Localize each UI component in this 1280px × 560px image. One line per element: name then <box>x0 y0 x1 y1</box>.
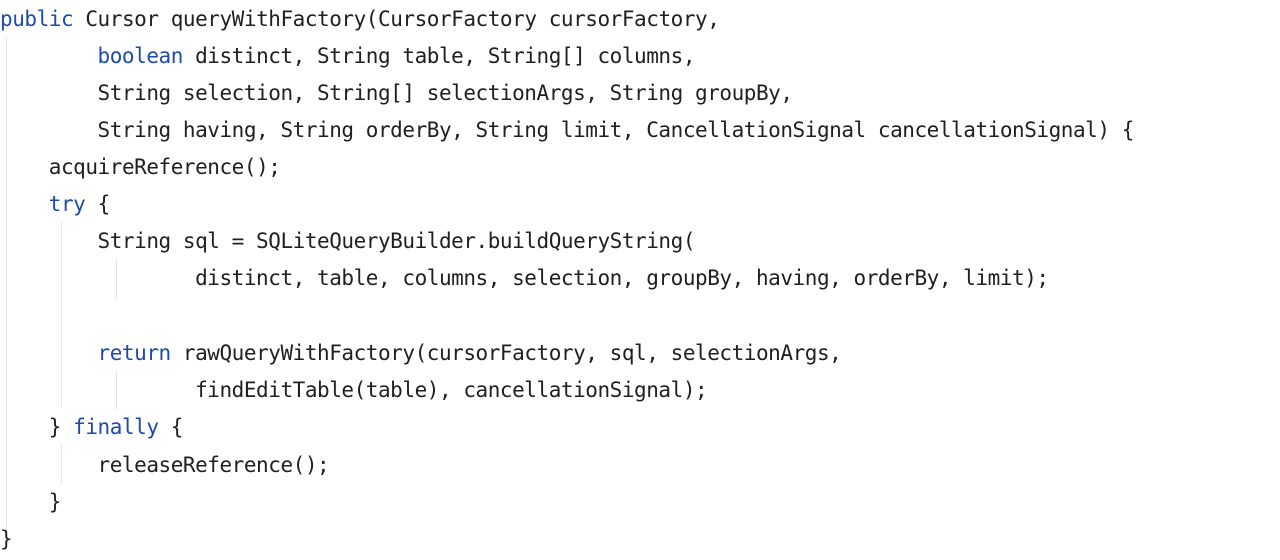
code-line-11: findEditTable(table), cancellationSignal… <box>0 372 708 409</box>
code-text: { <box>85 192 111 216</box>
code-line-3: String selection, String[] selectionArgs… <box>0 75 793 112</box>
code-text: { <box>158 415 184 439</box>
indent-guide <box>116 370 117 410</box>
indent <box>0 415 49 439</box>
code-line-5: acquireReference(); <box>0 149 281 186</box>
indent <box>0 229 98 253</box>
code-line-15: } <box>0 521 13 558</box>
keyword: try <box>48 192 86 216</box>
keyword: boolean <box>97 44 184 68</box>
code-line-14: } <box>0 484 62 521</box>
code-text: releaseReference(); <box>97 453 330 477</box>
code-text: String sql = SQLiteQueryBuilder.buildQue… <box>97 229 696 253</box>
code-text: } <box>0 527 13 551</box>
indent <box>0 192 49 216</box>
code-line-1: public Cursor queryWithFactory(CursorFac… <box>0 1 720 38</box>
keyword: return <box>97 341 172 365</box>
code-text: acquireReference(); <box>48 155 281 179</box>
indent-guide <box>116 259 117 299</box>
code-text: rawQueryWithFactory(cursorFactory, sql, … <box>170 341 842 365</box>
keyword: finally <box>73 415 159 439</box>
code-line-13: releaseReference(); <box>0 447 330 484</box>
indent <box>0 453 98 477</box>
code-text: String selection, String[] selectionArgs… <box>97 81 793 105</box>
indent <box>0 44 98 68</box>
indent <box>0 81 98 105</box>
code-text: distinct, String table, String[] columns… <box>182 44 696 68</box>
indent-guide <box>61 222 62 407</box>
indent <box>0 155 49 179</box>
indent <box>0 266 195 290</box>
indent <box>0 378 195 402</box>
indent-guide <box>61 444 62 484</box>
keyword: public <box>0 7 74 31</box>
code-line-8: distinct, table, columns, selection, gro… <box>0 260 1049 297</box>
indent <box>0 118 98 142</box>
code-text: } <box>48 415 74 439</box>
indent <box>0 490 49 514</box>
code-text: String having, String orderBy, String li… <box>97 118 1135 142</box>
code-line-4: String having, String orderBy, String li… <box>0 112 1135 149</box>
code-line-6: try { <box>0 186 110 223</box>
code-line-12: } finally { <box>0 409 184 446</box>
code-text: distinct, table, columns, selection, gro… <box>195 266 1049 290</box>
code-text: Cursor queryWithFactory(CursorFactory cu… <box>73 7 720 31</box>
indent-guide <box>6 37 7 547</box>
indent <box>0 341 98 365</box>
code-line-2: boolean distinct, String table, String[]… <box>0 38 696 75</box>
code-text: } <box>48 490 62 514</box>
code-text: findEditTable(table), cancellationSignal… <box>195 378 708 402</box>
code-line-7: String sql = SQLiteQueryBuilder.buildQue… <box>0 223 696 260</box>
code-line-10: return rawQueryWithFactory(cursorFactory… <box>0 335 842 372</box>
